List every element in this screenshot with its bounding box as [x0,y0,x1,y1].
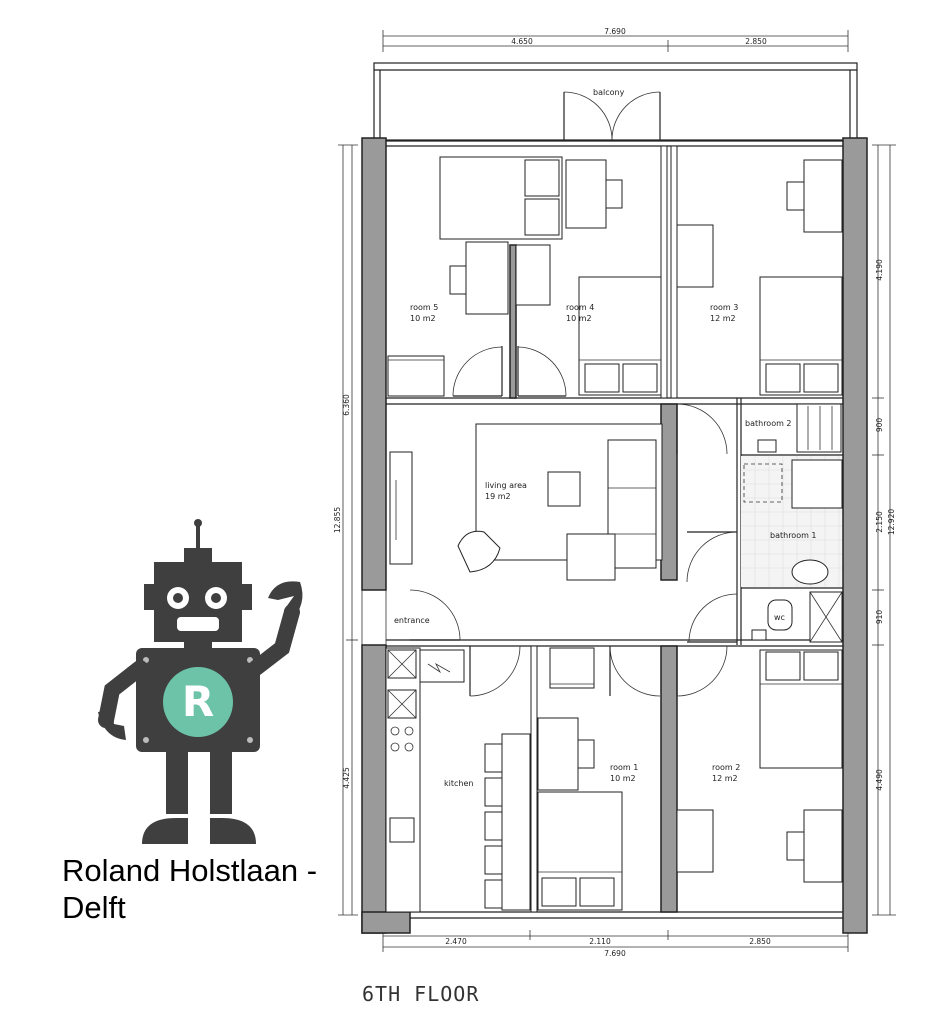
bathroom-2-fixtures [757,403,842,453]
room-1-area: 10 m2 [610,774,636,783]
room-2-name: room 2 [712,763,740,772]
dim-right-total: 12.920 [887,509,896,535]
dimension-lines [338,30,896,952]
living-area-name: living area [485,481,527,490]
wc-fixtures [751,591,843,643]
hall-door-lower[interactable] [687,593,738,643]
floor-label: 6TH FLOOR [362,982,480,1006]
room-4-name: room 4 [566,303,594,312]
kitchen-door[interactable] [469,645,521,697]
dim-bottom-total: 7.690 [604,949,626,958]
dim-bottom-c: 2.850 [749,937,771,946]
room-4-area: 10 m2 [566,314,592,323]
balcony-door[interactable] [563,91,661,141]
brand-badge-icon [163,667,233,737]
location-caption: Roland Holstlaan - Delft [62,852,317,926]
dim-right-a: 4.190 [875,259,884,281]
robot-mascot-icon [98,519,303,844]
hall-door-middle[interactable] [686,531,738,583]
dim-top-right: 2.850 [745,37,767,46]
brand-letter: R [181,677,215,726]
dim-right-e: 4.490 [875,769,884,791]
room-4-door[interactable] [517,346,567,397]
kitchen-furniture [385,647,531,913]
room-3-furniture [676,159,843,396]
living-area-size: 19 m2 [485,492,511,501]
outer-walls [361,137,868,934]
room-4-furniture [515,159,662,396]
bathroom-2-label: bathroom 2 [745,419,792,428]
dim-bottom-b: 2.110 [589,937,611,946]
bathroom-1-label: bathroom 1 [770,531,817,540]
kitchen-label: kitchen [444,779,473,788]
entrance-label: entrance [394,616,430,625]
dim-left-lower: 4.425 [342,767,351,789]
room-1-door[interactable] [609,645,661,697]
room-2-area: 12 m2 [712,774,738,783]
room-2-door[interactable] [676,645,728,697]
room-3-name: room 3 [710,303,738,312]
bathroom-1-fixtures [741,456,843,587]
dim-right-b: 900 [875,418,884,433]
dim-left-upper: 6.360 [342,394,351,416]
room-5-name: room 5 [410,303,438,312]
wc-label: wc [774,613,785,622]
balcony-area [373,62,858,141]
dim-top-total: 7.690 [604,27,626,36]
caption-line-2: Delft [62,890,126,925]
room-5-area: 10 m2 [410,314,436,323]
caption-line-1: Roland Holstlaan - [62,853,318,888]
hall-door-upper[interactable] [676,403,728,455]
dim-right-c: 2.150 [875,511,884,533]
room-1-name: room 1 [610,763,638,772]
interior-walls [386,145,843,913]
entrance-door[interactable] [409,589,461,641]
room-label-balcony: balcony [593,88,625,97]
dim-top-left: 4.650 [511,37,533,46]
dim-bottom-a: 2.470 [445,937,467,946]
room-5-furniture [387,156,563,397]
living-area-furniture [389,423,663,581]
room-1-furniture [537,647,623,911]
room-2-furniture [676,649,843,883]
room-5-door[interactable] [452,346,503,397]
dim-left-total: 12.855 [333,507,342,533]
dim-right-d: 910 [875,610,884,625]
room-3-area: 12 m2 [710,314,736,323]
